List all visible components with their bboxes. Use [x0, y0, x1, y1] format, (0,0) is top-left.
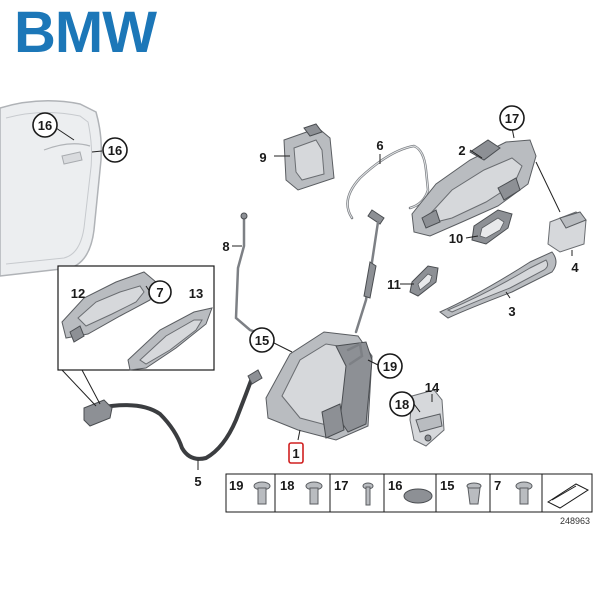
part-10-gasket	[471, 209, 513, 245]
part-1-door-lock	[265, 331, 373, 441]
callout-10: 10	[449, 231, 463, 246]
door-panel	[0, 100, 103, 277]
callout-19: 19	[383, 359, 397, 374]
callout-circle-15	[249, 327, 275, 353]
callout-16b: 16	[108, 143, 122, 158]
bmw-logo-text: BMW	[14, 0, 157, 65]
part-9-bracket	[283, 123, 335, 191]
flange-screw-icon	[515, 481, 533, 505]
callout-2: 2	[458, 143, 465, 158]
fastener-legend: 19 18 17 16 15 7	[225, 473, 593, 513]
pin-screw-icon	[362, 482, 374, 506]
callout-8: 8	[222, 239, 229, 254]
expanding-rivet-icon	[466, 482, 482, 505]
callout-circle-18	[389, 391, 415, 417]
legend-label-16: 16	[388, 478, 402, 493]
part-13-trim	[127, 307, 213, 371]
legend-label-17: 17	[334, 478, 348, 493]
callout-11: 11	[387, 277, 401, 292]
part-5-cable	[83, 369, 263, 461]
callout-3: 3	[508, 304, 515, 319]
callout-circle-17	[499, 105, 525, 131]
part-2-handle-carrier	[411, 139, 537, 237]
legend-label-19: 19	[229, 478, 243, 493]
callout-circle-7	[148, 280, 172, 304]
callout-1: 1	[292, 446, 299, 461]
rubber-plug-icon	[403, 488, 433, 504]
torx-screw-icon	[253, 481, 271, 505]
legend-label-15: 15	[440, 478, 454, 493]
legend-label-7: 7	[494, 478, 501, 493]
part-14-bracket	[409, 389, 445, 447]
callout-12: 12	[71, 286, 85, 301]
callout-circle-19	[377, 353, 403, 379]
callout-14: 14	[425, 380, 440, 395]
part-6-cable	[346, 144, 430, 334]
callout-16a: 16	[38, 118, 52, 133]
part-3-outer-handle	[439, 251, 557, 319]
callout-13: 13	[189, 286, 203, 301]
part-8-rod	[234, 212, 270, 338]
part-4-cap	[547, 211, 587, 253]
mounting-tool-icon	[546, 483, 590, 509]
diagram-number: 248963	[560, 516, 590, 526]
callout-4: 4	[571, 260, 579, 275]
callout-box-1	[288, 442, 304, 464]
callout-18: 18	[395, 397, 409, 412]
callout-circle-16b	[102, 137, 128, 163]
callout-circle-16a	[32, 112, 58, 138]
callout-15: 15	[255, 333, 269, 348]
part-11-gasket	[409, 265, 439, 297]
hex-bolt-icon	[305, 481, 323, 505]
callout-17: 17	[505, 111, 519, 126]
callout-labels: 16 16 9 6 2 17 10 4 8 11 3 12 7 13 15 19	[32, 105, 579, 489]
leader-lines	[55, 127, 573, 470]
legend-label-18: 18	[280, 478, 294, 493]
callout-6: 6	[376, 138, 383, 153]
callout-5: 5	[194, 474, 201, 489]
callout-9: 9	[259, 150, 266, 165]
part-12-inner-handle	[61, 271, 157, 343]
callout-7: 7	[156, 285, 163, 300]
